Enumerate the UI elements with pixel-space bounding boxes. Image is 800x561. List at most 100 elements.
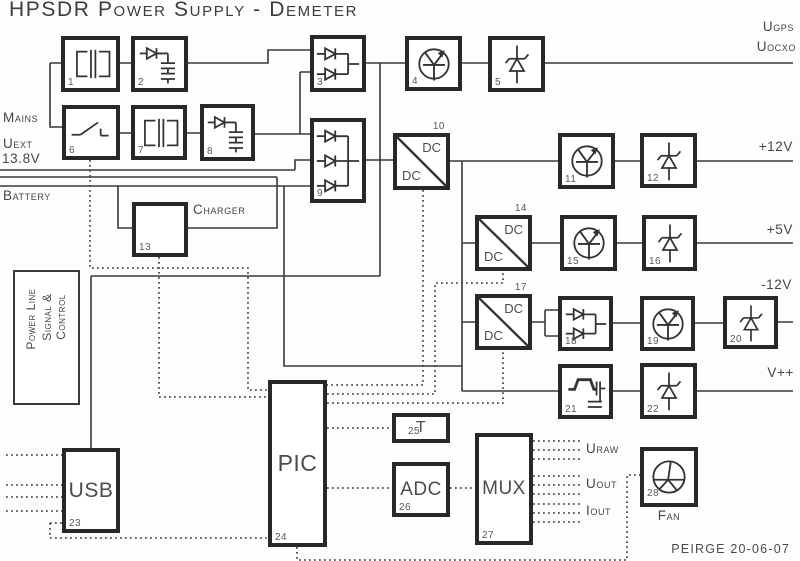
dc-label: DC [484,249,503,264]
switch-icon [71,121,109,137]
label-plus12v: +12V [758,139,793,154]
block-number: 15 [567,256,580,267]
block-number: 21 [565,404,578,415]
label-mains: Mains [3,110,39,125]
label-uext-voltage: 13.8V [2,151,41,166]
pwm-switch-icon [567,377,605,408]
block-number: 10 [432,121,445,132]
block-transformer-1: 1 [61,36,120,92]
block-number: 11 [565,174,577,185]
label-uraw: Uraw [586,441,619,456]
block-number: 16 [649,256,662,267]
block-transformer-7: 7 [131,105,187,160]
label-iout: Iout [586,503,612,518]
block-number: 22 [647,404,660,415]
label-plus5v: +5V [766,222,793,237]
block-number: 27 [482,530,495,541]
dc-label: DC [484,328,503,343]
block-mux-27: MUX 27 [475,433,533,545]
diode-or-icon [316,46,360,81]
label-minus12v: -12V [761,277,792,292]
block-number: 19 [647,336,660,347]
block-rectifier-2: 2 [131,36,188,92]
block-number: 17 [514,282,527,293]
block-zener-22: 22 [640,363,697,419]
block-number: 9 [317,188,324,199]
block-number: 25 [408,426,421,437]
dc-label: DC [504,222,523,237]
dc-label: DC [422,140,441,155]
legend-signal-label-2: Control [54,294,68,340]
zener-diode-icon [738,304,763,341]
block-number: 7 [138,145,145,156]
label-vplusplus: V++ [767,365,794,380]
label-ugps: Ugps [762,19,794,34]
transformer-icon [144,118,179,147]
block-number: 28 [647,488,660,499]
pic-label: PIC [277,450,318,476]
regulator-icon [572,227,605,260]
label-uocxo: Uocxo [756,39,796,54]
block-dcdc-10: DC DC 10 [393,121,450,190]
usb-label: USB [68,478,114,502]
block-number: 26 [399,502,412,513]
block-usb-23: USB 23 [62,448,120,533]
dc-label: DC [504,301,523,316]
block-number: 8 [207,146,214,157]
power-lines [0,49,793,448]
dc-label: DC [402,168,421,183]
block-temp-25: T 25 [392,413,450,443]
block-regulator-4: 4 [405,36,462,91]
block-number: 5 [495,77,502,88]
regulator-icon [570,145,603,178]
fan-icon [652,460,686,494]
block-regulator-19: 19 [640,296,695,351]
block-fan-28: 28 [640,447,698,507]
block-zener-16: 16 [642,215,697,271]
block-diode-or-9: 9 [310,118,366,203]
block-number: 4 [412,76,419,87]
block-number: 1 [68,77,75,88]
block-dcdc-14: DC DC 14 [475,203,532,271]
block-number: 18 [565,336,578,347]
block-dcdc-17: DC DC 17 [475,282,532,350]
diode-or-icon [316,128,360,193]
block-pwm-switch-21: 21 [558,364,613,419]
rectifier-filter-icon [139,46,175,84]
label-charger: Charger [193,202,246,217]
dcdc-diagonal-icon [479,219,528,267]
block-number: 2 [138,77,145,88]
regulator-icon [417,47,450,81]
block-number: 14 [514,203,527,214]
block-number: 3 [317,77,324,88]
block-number: 13 [139,242,152,253]
block-zener-20: 20 [723,296,778,349]
zener-diode-icon [657,224,682,263]
block-diode-or-18: 18 [558,296,613,351]
legend-signal-label-1: Signal & [40,293,54,341]
mux-label: MUX [482,478,526,499]
block-regulator-15: 15 [560,215,617,271]
block-pic-24: PIC 24 [268,380,327,547]
temp-sensor-label: T [415,419,427,436]
block-zener-5: 5 [488,36,545,92]
zener-diode-icon [656,142,681,180]
adc-label: ADC [400,478,442,500]
label-fan: Fan [657,508,681,523]
credit-text: PEIRGE 20-06-07 [671,542,790,556]
page-title: HPSDR Power Supply - Demeter [9,0,359,21]
dcdc-diagonal-icon [397,137,446,186]
zener-diode-icon [656,372,681,411]
diode-or-icon [565,307,606,340]
label-uout: Uout [586,476,618,491]
transformer-icon [75,49,110,79]
block-charger-13: 13 [132,202,188,257]
block-switch-6: 6 [62,105,120,160]
block-number: 6 [69,145,76,156]
block-zener-12: 12 [640,133,697,188]
zener-diode-icon [504,45,529,84]
regulator-icon [651,307,684,341]
block-diode-or-3: 3 [310,35,366,92]
legend-power-line-label: Power Line [24,288,38,350]
